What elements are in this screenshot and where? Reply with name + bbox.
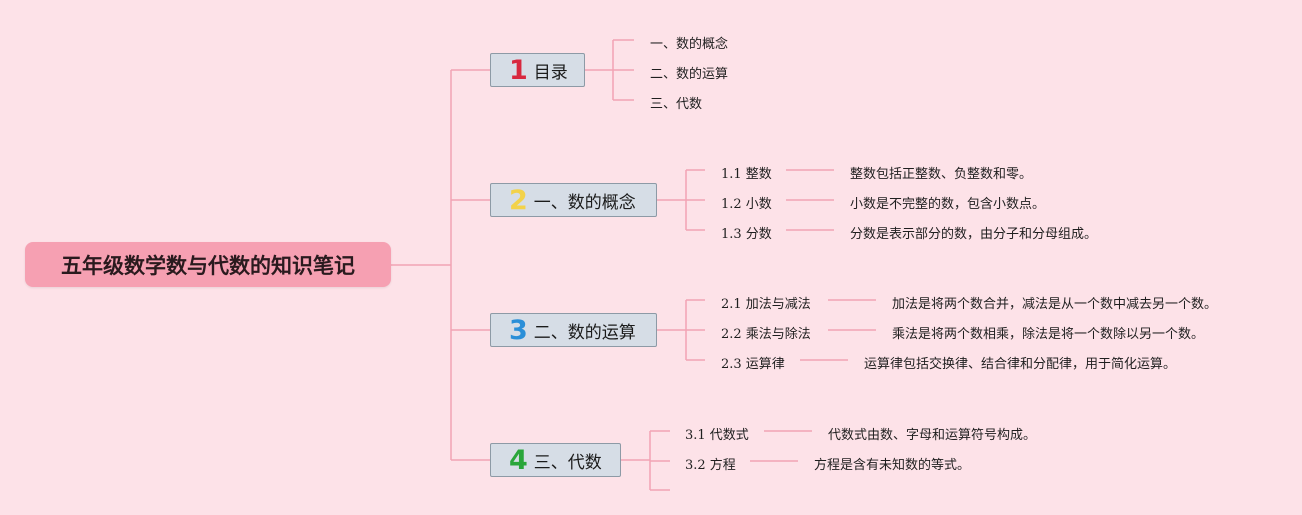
note-laws[interactable]: 运算律包括交换律、结合律和分配律，用于简化运算。 bbox=[864, 357, 1177, 372]
note-integer[interactable]: 整数包括正整数、负整数和零。 bbox=[850, 167, 1033, 182]
number-3-icon: 3 bbox=[509, 314, 528, 346]
branch-toc[interactable]: 1 目录 bbox=[490, 53, 585, 87]
number-2-icon: 2 bbox=[509, 184, 528, 216]
branch-label: 三、代数 bbox=[533, 452, 602, 473]
branch-algebra[interactable]: 4 三、代数 bbox=[490, 443, 621, 477]
leaf-toc-1[interactable]: 一、数的概念 bbox=[650, 37, 729, 52]
root-topic[interactable]: 五年级数学数与代数的知识笔记 bbox=[25, 242, 391, 287]
note-add-subtract[interactable]: 加法是将两个数合并，减法是从一个数中减去另一个数。 bbox=[892, 297, 1218, 312]
note-equation[interactable]: 方程是含有未知数的等式。 bbox=[814, 458, 971, 473]
branch-number-concepts[interactable]: 2 一、数的概念 bbox=[490, 183, 657, 217]
leaf-equation[interactable]: 3.2 方程 bbox=[685, 458, 736, 473]
note-decimal[interactable]: 小数是不完整的数，包含小数点。 bbox=[850, 197, 1046, 212]
note-multiply-divide[interactable]: 乘法是将两个数相乘，除法是将一个数除以另一个数。 bbox=[892, 327, 1205, 342]
root-title: 五年级数学数与代数的知识笔记 bbox=[61, 253, 355, 278]
leaf-toc-3[interactable]: 三、代数 bbox=[650, 97, 703, 112]
leaf-decimal[interactable]: 1.2 小数 bbox=[721, 197, 772, 212]
number-1-icon: 1 bbox=[509, 54, 528, 86]
branch-label: 一、数的概念 bbox=[533, 192, 636, 213]
branch-label: 二、数的运算 bbox=[533, 322, 636, 343]
leaf-fraction[interactable]: 1.3 分数 bbox=[721, 227, 772, 242]
leaf-toc-2[interactable]: 二、数的运算 bbox=[650, 67, 729, 82]
leaf-laws[interactable]: 2.3 运算律 bbox=[721, 357, 785, 372]
branch-operations[interactable]: 3 二、数的运算 bbox=[490, 313, 657, 347]
number-4-icon: 4 bbox=[509, 444, 528, 476]
leaf-add-subtract[interactable]: 2.1 加法与减法 bbox=[721, 297, 811, 312]
leaf-integer[interactable]: 1.1 整数 bbox=[721, 167, 772, 182]
note-expression[interactable]: 代数式由数、字母和运算符号构成。 bbox=[828, 428, 1037, 443]
leaf-multiply-divide[interactable]: 2.2 乘法与除法 bbox=[721, 327, 811, 342]
leaf-expression[interactable]: 3.1 代数式 bbox=[685, 428, 749, 443]
note-fraction[interactable]: 分数是表示部分的数，由分子和分母组成。 bbox=[850, 227, 1098, 242]
branch-label: 目录 bbox=[533, 62, 568, 83]
